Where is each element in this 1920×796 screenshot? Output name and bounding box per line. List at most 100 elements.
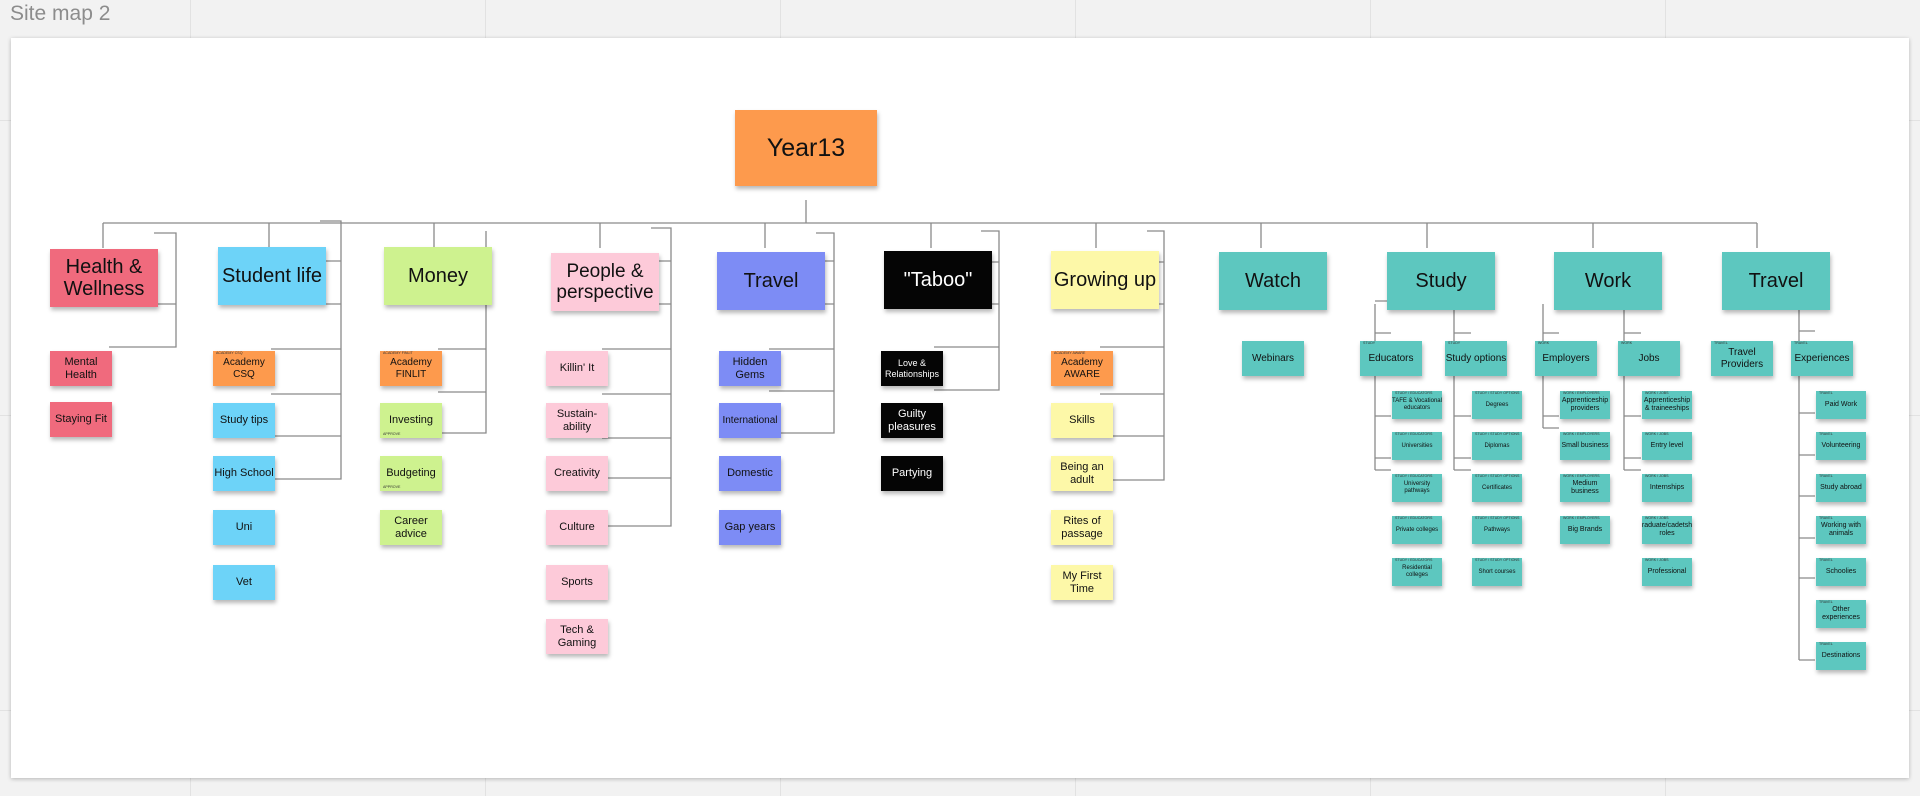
note-small-business[interactable]: WORK / EMPLOYERS Small business <box>1560 432 1610 460</box>
note-label: Academy FINLIT <box>390 357 432 380</box>
board-title: Site map 2 <box>10 2 111 25</box>
note-career-advice[interactable]: Career advice <box>380 510 442 545</box>
note-label: Degrees <box>1485 401 1509 408</box>
note-jobs[interactable]: WORK Jobs <box>1618 341 1680 376</box>
note-uni[interactable]: Uni <box>213 510 275 545</box>
note-tag: STUDY / EDUCATORS <box>1395 516 1433 520</box>
note-investing[interactable]: Investing APPROVE <box>380 403 442 438</box>
note-graduate-roles[interactable]: WORK / JOBS Graduate/cadetship roles <box>1642 516 1692 544</box>
note-label: Paid Work <box>1824 401 1858 409</box>
note-vet[interactable]: Vet <box>213 565 275 600</box>
note-label: Universities <box>1401 442 1433 449</box>
note-schoolies[interactable]: TRAVEL Schoolies <box>1816 558 1866 586</box>
note-love-relationships[interactable]: Love & Relationships <box>881 351 943 386</box>
note-domestic[interactable]: Domestic <box>719 456 781 491</box>
note-destinations[interactable]: TRAVEL Destinations <box>1816 642 1866 670</box>
note-medium-business[interactable]: WORK / EMPLOYERS Medium business <box>1560 474 1610 502</box>
section-money[interactable]: Money <box>384 247 492 305</box>
note-hidden-gems[interactable]: Hidden Gems <box>719 351 781 386</box>
note-tag: STUDY / EDUCATORS <box>1395 474 1433 478</box>
note-partying[interactable]: Partying <box>881 456 943 491</box>
section-student-label: Student life <box>221 264 323 287</box>
section-student-life[interactable]: Student life <box>218 247 326 305</box>
section-travel-2-label: Travel <box>1748 269 1804 292</box>
note-travel-providers[interactable]: TRAVEL Travel Providers <box>1711 341 1773 376</box>
section-watch[interactable]: Watch <box>1219 252 1327 310</box>
note-killin-it[interactable]: Killin' It <box>546 351 608 386</box>
note-label: Private colleges <box>1395 526 1439 533</box>
note-pathways[interactable]: STUDY / STUDY OPTIONS Pathways <box>1472 516 1522 544</box>
note-paid-work[interactable]: TRAVEL Paid Work <box>1816 391 1866 419</box>
note-tag: WORK / EMPLOYERS <box>1563 432 1600 436</box>
root-note-year13[interactable]: Year13 <box>735 110 877 186</box>
note-sustainability[interactable]: Sustain-ability <box>546 403 608 438</box>
note-other-experiences[interactable]: TRAVEL Other experiences <box>1816 600 1866 628</box>
note-academy-csq[interactable]: ACADEMY CSQ Academy CSQ <box>213 351 275 386</box>
note-study-abroad[interactable]: TRAVEL Study abroad <box>1816 474 1866 502</box>
note-tag: STUDY / EDUCATORS <box>1395 391 1433 395</box>
note-volunteering[interactable]: TRAVEL Volunteering <box>1816 432 1866 460</box>
section-work[interactable]: Work <box>1554 252 1662 310</box>
note-label: TAFE & Vocational educators <box>1392 398 1442 411</box>
note-creativity[interactable]: Creativity <box>546 456 608 491</box>
note-budgeting[interactable]: Budgeting APPROVE <box>380 456 442 491</box>
note-being-an-adult[interactable]: Being an adult <box>1051 456 1113 491</box>
note-experiences[interactable]: TRAVEL Experiences <box>1791 341 1853 376</box>
note-degrees[interactable]: STUDY / STUDY OPTIONS Degrees <box>1472 391 1522 419</box>
section-taboo[interactable]: "Taboo" <box>884 251 992 309</box>
note-international[interactable]: International <box>719 403 781 438</box>
note-label: Volunteering <box>1821 442 1861 450</box>
note-private-colleges[interactable]: STUDY / EDUCATORS Private colleges <box>1392 516 1442 544</box>
note-entry-level[interactable]: WORK / JOBS Entry level <box>1642 432 1692 460</box>
note-label: Gap years <box>724 521 776 534</box>
note-webinars[interactable]: Webinars <box>1242 341 1304 376</box>
note-tag: TRAVEL <box>1819 558 1833 562</box>
note-educators[interactable]: STUDY Educators <box>1360 341 1422 376</box>
note-skills[interactable]: Skills <box>1051 403 1113 438</box>
note-culture[interactable]: Culture <box>546 510 608 545</box>
note-study-options[interactable]: STUDY Study options <box>1445 341 1507 376</box>
note-apprenticeship-providers[interactable]: WORK / EMPLOYERS Apprenticeship provider… <box>1560 391 1610 419</box>
note-mental-health[interactable]: Mental Health <box>50 351 112 386</box>
note-tech-gaming[interactable]: Tech & Gaming <box>546 619 608 654</box>
note-academy-finlit[interactable]: ACADEMY FINLIT Academy FINLIT <box>380 351 442 386</box>
note-label: Creativity <box>554 467 600 480</box>
note-academy-aware[interactable]: ACADEMY AWARE Academy AWARE <box>1051 351 1113 386</box>
note-apprenticeship-traineeships[interactable]: WORK / JOBS Apprenticeship & traineeship… <box>1642 391 1692 419</box>
note-study-tips[interactable]: Study tips <box>213 403 275 438</box>
note-tafe-educators[interactable]: STUDY / EDUCATORS TAFE & Vocational educ… <box>1392 391 1442 419</box>
note-label: Big Brands <box>1567 526 1603 534</box>
section-health[interactable]: Health & Wellness <box>50 249 158 307</box>
section-travel[interactable]: Travel <box>717 252 825 310</box>
note-rites-of-passage[interactable]: Rites of passage <box>1051 510 1113 545</box>
note-diplomas[interactable]: STUDY / STUDY OPTIONS Diplomas <box>1472 432 1522 460</box>
section-people[interactable]: People & perspective <box>551 253 659 311</box>
note-professional[interactable]: WORK / JOBS Professional <box>1642 558 1692 586</box>
note-residential-colleges[interactable]: STUDY / EDUCATORS Residential colleges <box>1392 558 1442 586</box>
note-staying-fit[interactable]: Staying Fit <box>50 402 112 437</box>
note-label: Sustain-ability <box>556 408 598 433</box>
section-growing-up[interactable]: Growing up <box>1051 251 1159 309</box>
note-label: Jobs <box>1638 352 1660 364</box>
note-big-brands[interactable]: WORK / EMPLOYERS Big Brands <box>1560 516 1610 544</box>
note-sports[interactable]: Sports <box>546 565 608 600</box>
note-tag: WORK / JOBS <box>1645 558 1669 562</box>
section-people-label: People & perspective <box>556 260 654 303</box>
section-travel-2[interactable]: Travel <box>1722 252 1830 310</box>
note-university-pathways[interactable]: STUDY / EDUCATORS University pathways <box>1392 474 1442 502</box>
note-my-first-time[interactable]: My First Time <box>1051 565 1113 600</box>
note-short-courses[interactable]: STUDY / STUDY OPTIONS Short courses <box>1472 558 1522 586</box>
note-internships[interactable]: WORK / JOBS Internships <box>1642 474 1692 502</box>
section-study[interactable]: Study <box>1387 252 1495 310</box>
note-certificates[interactable]: STUDY / STUDY OPTIONS Certificates <box>1472 474 1522 502</box>
note-employers[interactable]: WORK Employers <box>1535 341 1597 376</box>
note-label: Academy CSQ <box>223 357 265 380</box>
note-label: Study options <box>1445 352 1507 364</box>
note-high-school[interactable]: High School <box>213 456 275 491</box>
note-working-with-animals[interactable]: TRAVEL Working with animals <box>1816 516 1866 544</box>
note-guilty-pleasures[interactable]: Guilty pleasures <box>881 403 943 438</box>
note-gap-years[interactable]: Gap years <box>719 510 781 545</box>
note-label: Love & Relationships <box>884 358 940 379</box>
sitemap-frame[interactable]: Year13 Health & Wellness Student life Mo… <box>11 38 1909 778</box>
note-universities[interactable]: STUDY / EDUCATORS Universities <box>1392 432 1442 460</box>
